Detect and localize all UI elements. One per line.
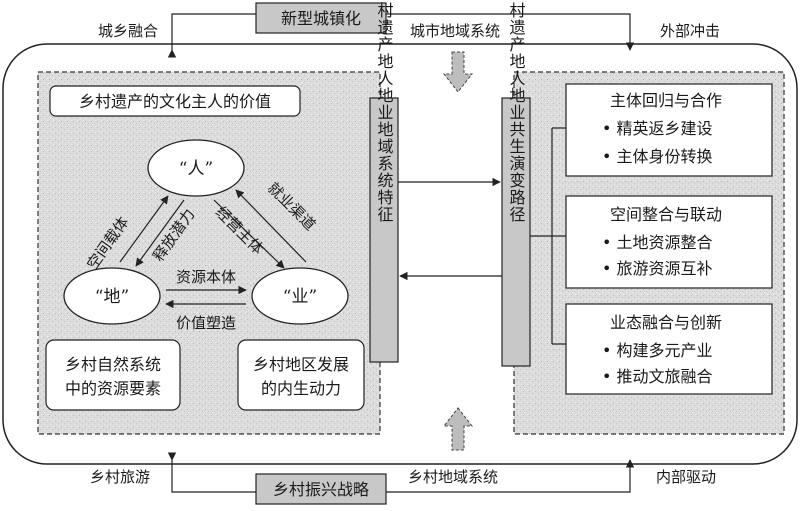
top-center-label: 城市地域系统 <box>410 22 500 40</box>
bottom-title: 乡村振兴战略 <box>273 480 369 499</box>
node-ye <box>251 267 349 325</box>
group-space-title: 空间整合与联动 <box>610 205 722 224</box>
evolution-path-bar-text: 乡村遗产地人地业共生演变路径 <box>507 0 526 223</box>
group-industry-item-2: • 推动文旅融合 <box>602 367 713 386</box>
arrow-ren-to-di <box>135 199 185 267</box>
group-space-item-2: • 旅游资源互补 <box>602 259 713 278</box>
top-title-box <box>255 2 387 34</box>
group-industry-title: 业态融合与创新 <box>610 313 722 332</box>
left-panel-heading: 乡村遗产的文化主人的价值 <box>79 92 271 111</box>
edge-label-jiazhi: 价值塑造 <box>176 314 236 332</box>
node-ren <box>147 139 245 197</box>
evolution-path-bar <box>501 97 531 367</box>
group-industry-item-1: • 构建多元产业 <box>602 341 713 360</box>
group-box-industry <box>565 303 773 395</box>
node-ren-label: “人” <box>179 159 213 179</box>
resource-elements-line1: 乡村自然系统 <box>65 355 161 374</box>
node-di <box>63 267 161 325</box>
bottom-title-box <box>255 473 387 505</box>
group-box-space <box>565 195 773 289</box>
arrow-ren-to-ye <box>213 199 285 269</box>
resource-elements-line2: 中的资源要素 <box>65 379 161 398</box>
arrow-ye-to-ren <box>235 189 307 263</box>
edge-label-ziyuan: 资源本体 <box>176 268 236 286</box>
upward-hatched-arrow <box>442 407 474 451</box>
top-left-label: 城乡融合 <box>98 22 158 40</box>
group-space-item-1: • 土地资源整合 <box>602 233 713 252</box>
endogenous-power-box <box>237 339 365 411</box>
group-box-subject <box>565 83 773 177</box>
bottom-center-label: 乡村地域系统 <box>408 468 498 486</box>
node-di-label: “地” <box>95 287 129 307</box>
bottom-connector <box>167 452 635 493</box>
top-title: 新型城镇化 <box>281 9 361 28</box>
endogenous-power-line1: 乡村地区发展 <box>253 355 349 374</box>
left-panel-heading-box <box>49 85 301 117</box>
downward-hatched-arrow <box>442 51 474 93</box>
group-subject-item-2: • 主体身份转换 <box>602 147 713 166</box>
top-right-label: 外部冲击 <box>660 22 720 40</box>
group-subject-item-1: • 精英返乡建设 <box>602 119 713 138</box>
bottom-right-label: 内部驱动 <box>656 468 716 486</box>
arrow-di-to-ren <box>119 195 169 263</box>
characteristics-bar <box>369 97 399 363</box>
bottom-left-label: 乡村旅游 <box>90 468 150 486</box>
node-ye-label: “业” <box>283 287 317 307</box>
top-connector <box>167 13 635 58</box>
resource-elements-box <box>45 339 181 411</box>
endogenous-power-line2: 的内生动力 <box>261 379 341 398</box>
characteristics-bar-text: 乡村遗产地人地业地域系统特征 <box>375 0 394 223</box>
group-subject-title: 主体回归与合作 <box>610 91 722 110</box>
